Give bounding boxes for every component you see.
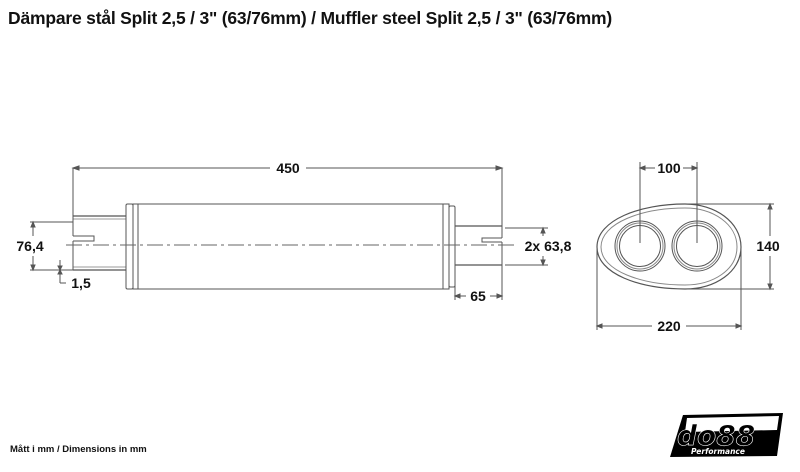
- label-inlet-diameter: 76,4: [16, 238, 43, 254]
- label-outlet-length: 65: [470, 288, 486, 304]
- dimension-outlet-length: [453, 265, 504, 300]
- label-wall-thickness: 1,5: [71, 275, 91, 291]
- label-height: 140: [756, 238, 780, 254]
- dimension-wall-thickness: [57, 260, 66, 284]
- dimension-height: [685, 202, 774, 291]
- dimension-outlet-diameter: [505, 226, 548, 267]
- end-view: [595, 162, 774, 330]
- outlet-flange: [442, 203, 456, 290]
- dimension-outlet-spacing: [638, 162, 699, 243]
- label-outlet-diameter: 2x 63,8: [525, 238, 572, 254]
- muffler-body: [137, 203, 444, 290]
- inlet-flange: [125, 203, 139, 290]
- side-view: [30, 165, 548, 300]
- dimension-overall-length: [71, 165, 504, 226]
- inlet-pipe: [72, 215, 126, 271]
- dimension-width: [595, 247, 743, 330]
- logo-brand: do88: [677, 419, 755, 452]
- label-width: 220: [657, 318, 681, 334]
- end-view-shell-inner: [600, 207, 738, 286]
- drawing-title: Dämpare stål Split 2,5 / 3" (63/76mm) / …: [8, 8, 613, 28]
- units-note: Mått i mm / Dimensions in mm: [10, 444, 147, 455]
- logo-tagline: Performance: [691, 447, 745, 456]
- label-outlet-spacing: 100: [657, 160, 681, 176]
- do88-logo: do88 Performance: [670, 413, 783, 457]
- label-overall-length: 450: [276, 160, 300, 176]
- dimension-inlet-diameter: [30, 220, 73, 272]
